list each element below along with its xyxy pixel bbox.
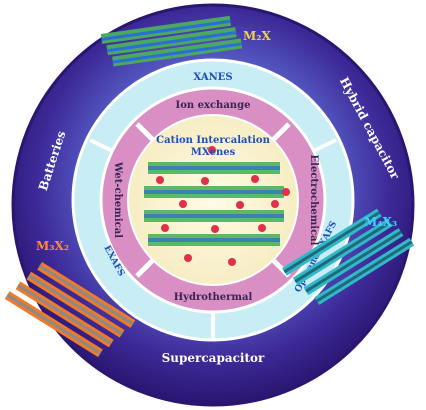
m4x3-label: M₄X₃: [364, 215, 397, 229]
cations: [156, 146, 290, 266]
mxene-layer: [148, 234, 280, 246]
mxene-layer: [148, 162, 280, 174]
m3x2-structure: [4, 262, 136, 358]
m3x2-label: M₃X₂: [36, 239, 69, 253]
mxene-layer: [144, 210, 284, 222]
center-title-line1: Cation Intercalation: [156, 135, 270, 146]
inner-label-bottom: Hydrothermal: [174, 292, 253, 303]
inner-label-left: Wet-chemical: [112, 161, 123, 238]
mxene-layers: [144, 162, 284, 246]
inner-label-top: Ion exchange: [176, 100, 251, 111]
m4x3-structure: [282, 208, 415, 305]
center-title-line2: MXenes: [191, 147, 236, 158]
mxene-layer: [144, 186, 284, 198]
m2x-label: M₂X: [243, 29, 272, 43]
outer-border: [11, 3, 415, 407]
inner-label-right: Electrochemical: [308, 155, 319, 246]
middle-label-top: XANES: [193, 72, 232, 83]
outer-label-bottom: Supercapacitor: [162, 351, 265, 365]
m2x-structure: [100, 15, 243, 67]
